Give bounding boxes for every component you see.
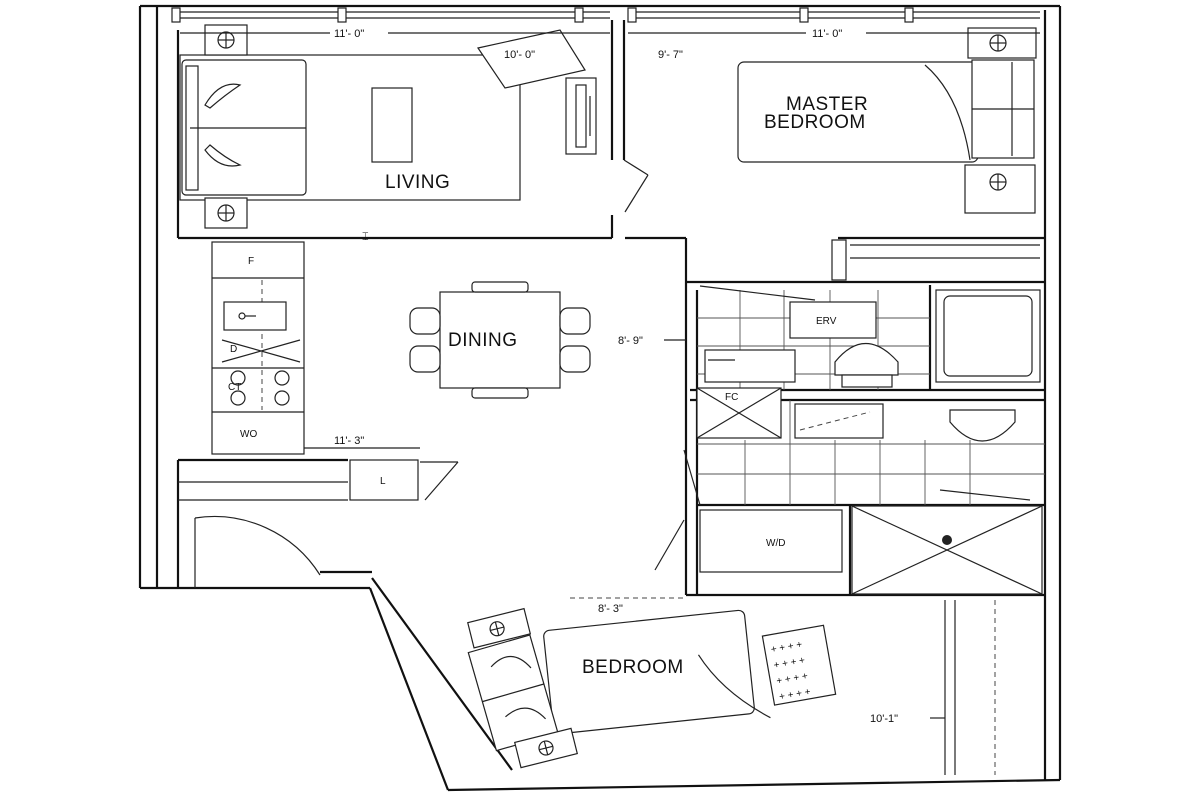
room-label-bedroom: BEDROOM — [582, 657, 684, 678]
fixture-linen: L — [380, 476, 386, 487]
room-label-dining: DINING — [448, 330, 518, 351]
tv-console — [565, 77, 597, 155]
tile-grid-lower — [697, 400, 1045, 505]
armchair — [477, 29, 586, 89]
fixture-fan-coil: FC — [725, 392, 738, 403]
toilet-lower — [949, 409, 1016, 442]
dim-master-width: 11'- 0" — [812, 28, 842, 40]
toilet-upper — [834, 342, 899, 376]
bathtub — [935, 289, 1041, 383]
erv-unit — [789, 301, 877, 339]
living-room: LIVING 11'- 0" 10'- 0" ⌶ — [179, 24, 610, 243]
coffee-table — [371, 87, 413, 163]
bedroom-bed — [543, 609, 755, 735]
dim-dining-depth: 8'- 9" — [618, 335, 643, 347]
room-label-master-2: BEDROOM — [764, 112, 866, 133]
center-mark: ⌶ — [362, 231, 369, 243]
ceiling-light-icon — [467, 607, 532, 649]
radiator-grid: + + + + + + + + + + + + + + + + — [761, 624, 837, 706]
shower-drain-icon — [942, 535, 952, 545]
fixture-washer-dryer: W/D — [766, 538, 785, 549]
dining-area: DINING 8'- 9" — [409, 281, 686, 399]
bedroom: + + + + + + + + + + + + + + + + BEDROOM … — [467, 603, 945, 769]
interior-walls — [176, 20, 1045, 775]
fixture-erv: ERV — [816, 316, 837, 327]
fixture-fridge: F — [248, 256, 254, 267]
bedroom-pillows — [467, 634, 559, 752]
top-windows — [171, 7, 1040, 23]
fixture-cooktop: CT — [228, 382, 241, 393]
svg-text:+ + + +: + + + + — [776, 671, 809, 687]
room-label-master-1: MASTER — [786, 94, 868, 115]
vanity-lower — [794, 403, 884, 439]
dim-master-depth: 9'- 7" — [658, 49, 683, 61]
vanity-upper — [704, 349, 796, 383]
svg-text:+ + + +: + + + + — [770, 639, 803, 655]
fixture-dishwasher: D — [230, 344, 237, 355]
ceiling-light-icon — [964, 164, 1036, 214]
ceiling-light-icon — [204, 24, 248, 56]
dim-kitchen-width: 11'- 3" — [334, 435, 364, 447]
dining-table — [439, 291, 561, 389]
kitchen: F D CT WO 11'- 3" L — [221, 256, 420, 487]
cooktop-burners — [230, 370, 290, 406]
bathrooms: ERV FC W/D — [654, 285, 1045, 595]
room-label-living: LIVING — [385, 172, 450, 193]
svg-text:+ + + +: + + + + — [773, 655, 806, 671]
dim-bedroom-width: 8'- 3" — [598, 603, 623, 615]
dim-bedroom-depth: 10'-1" — [870, 713, 898, 725]
dim-living-depth: 10'- 0" — [504, 49, 535, 61]
dim-living-width: 11'- 0" — [334, 28, 364, 40]
fixture-wall-oven: WO — [240, 429, 257, 440]
washer-dryer — [699, 509, 843, 573]
ceiling-light-icon — [513, 727, 579, 769]
ceiling-light-icon — [204, 197, 248, 229]
master-bedroom: MASTER BEDROOM 9'- 7" 11'- 0" — [628, 27, 1040, 281]
svg-text:+ + + +: + + + + — [778, 687, 811, 703]
dining-chairs — [409, 281, 591, 399]
